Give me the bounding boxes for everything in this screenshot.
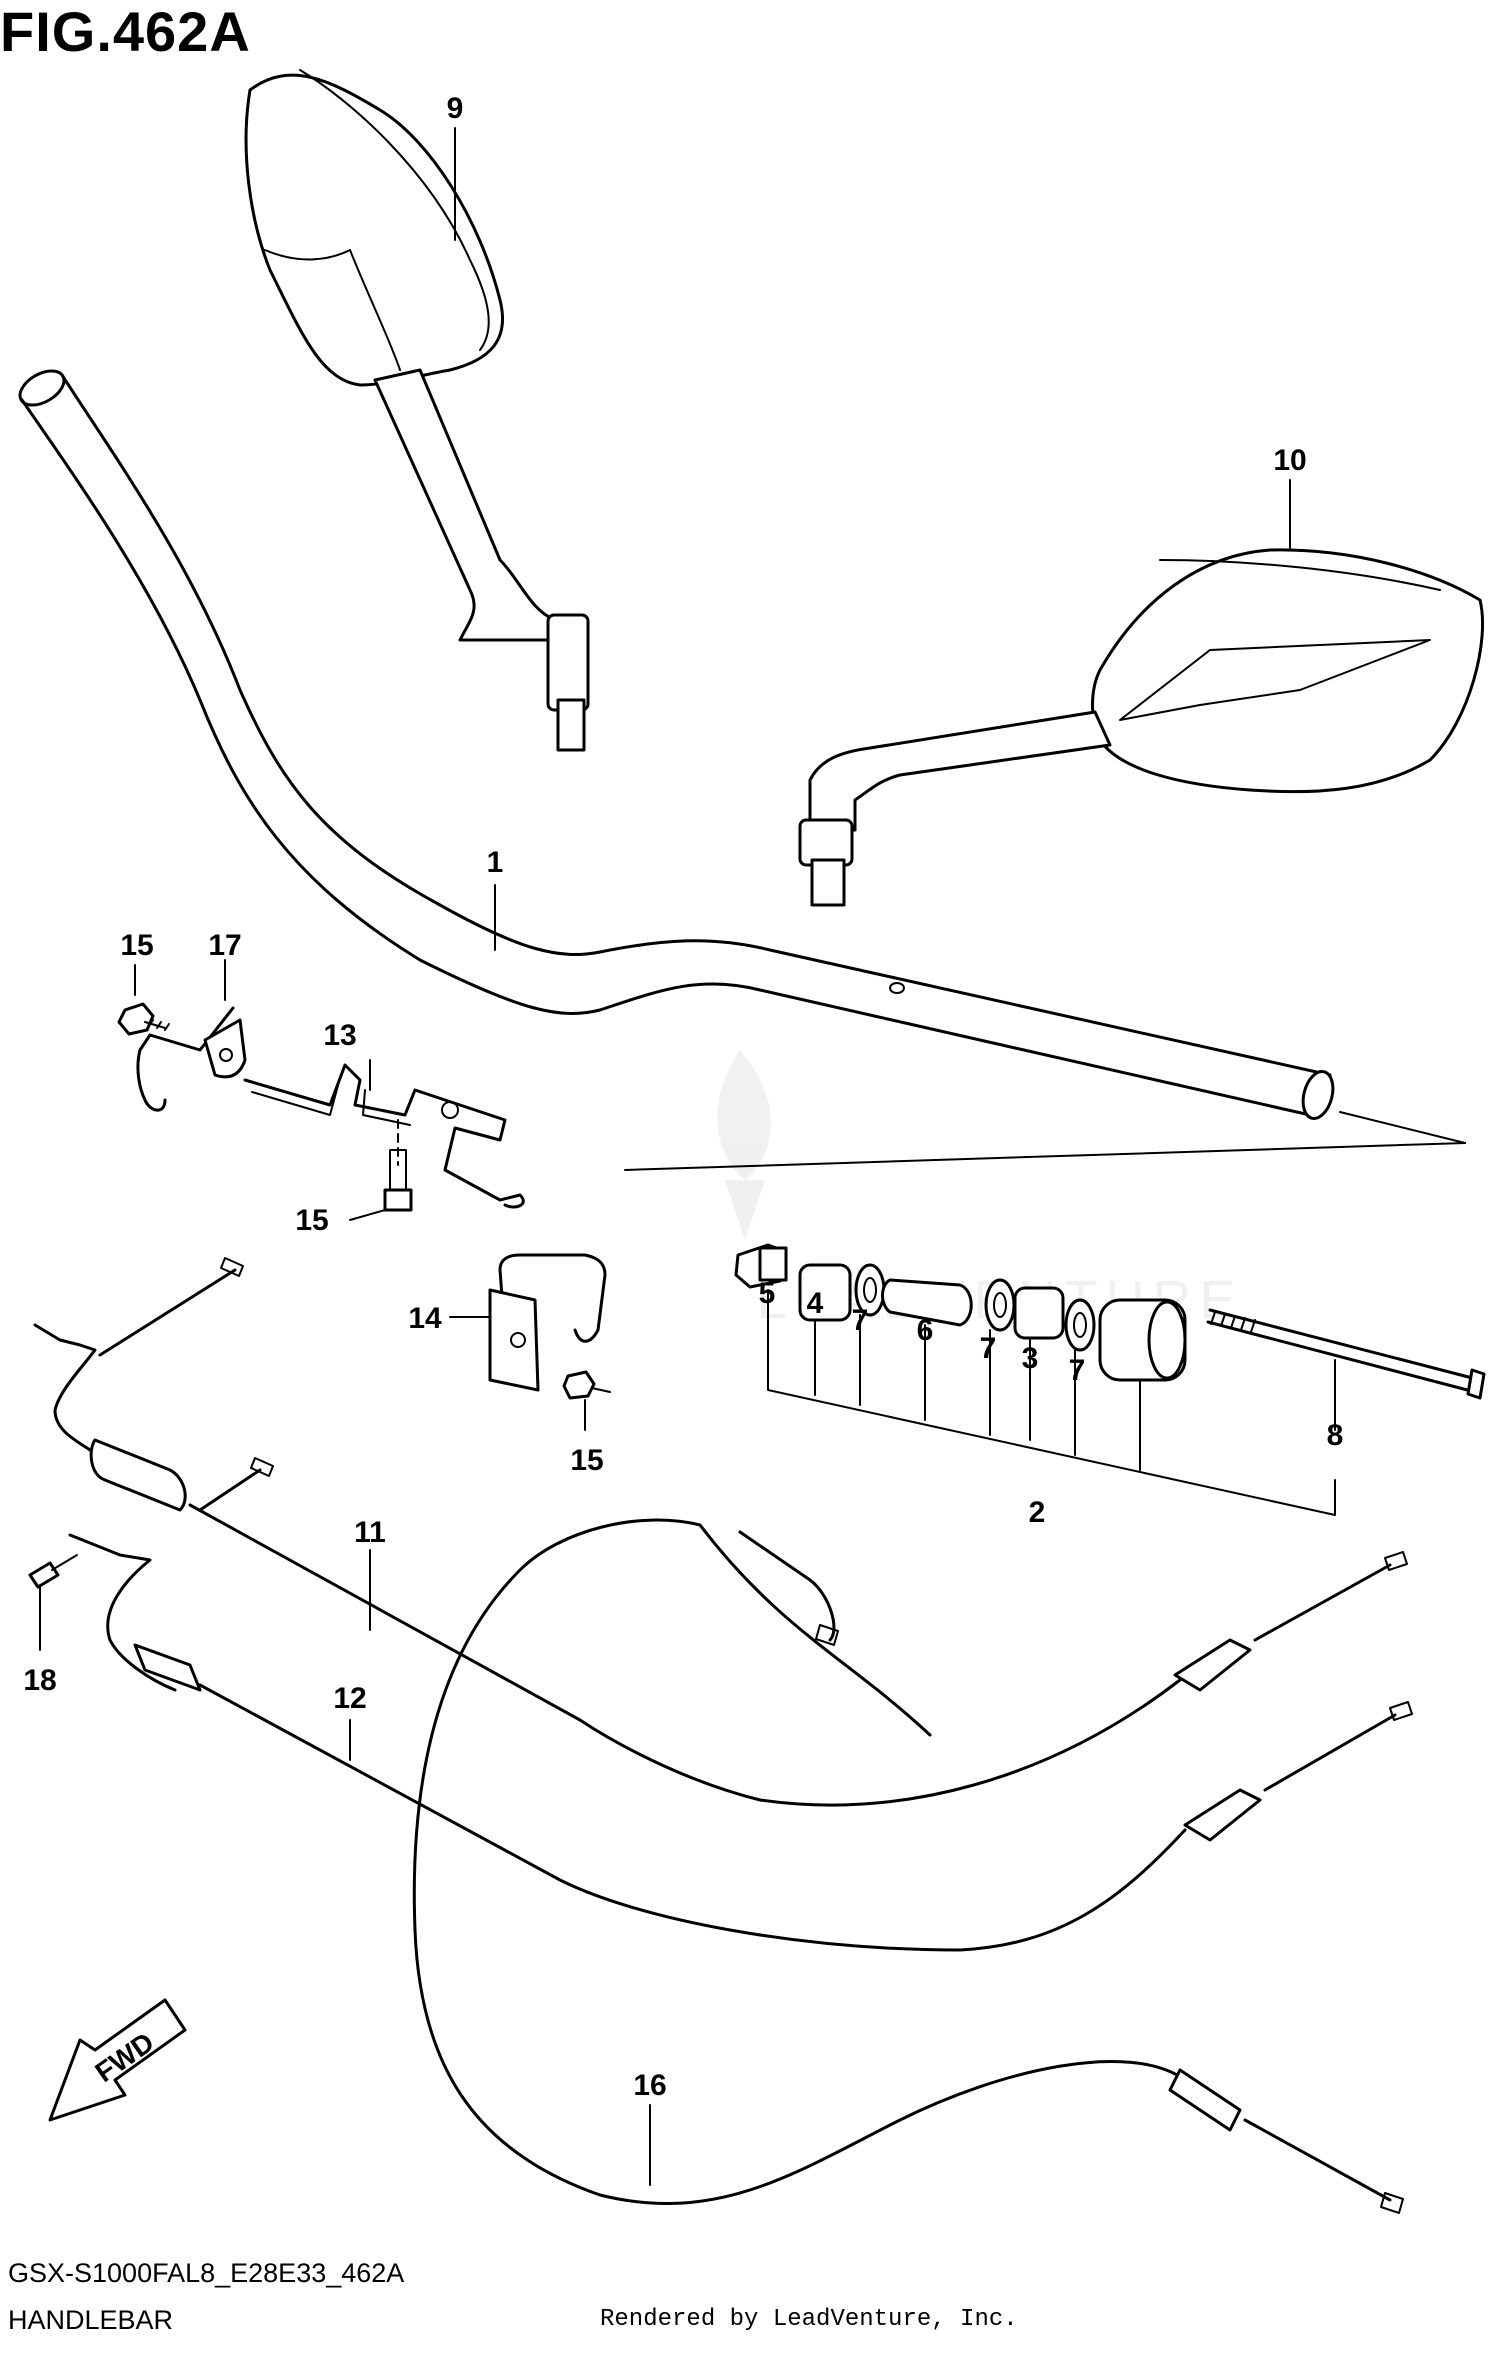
throttle-cable-part-11[interactable] [33,1257,1408,1807]
callout-leaders [39,127,1291,2186]
callout-15-middle: 15 [295,1204,328,1237]
forward-arrow-icon: FWD [48,1998,187,2122]
callout-11: 11 [354,1516,386,1549]
handlebar-part-1[interactable] [14,364,1466,1144]
callout-5: 5 [759,1277,776,1310]
callout-numbers: 9 10 1 15 17 13 15 14 15 5 4 7 6 7 3 7 2… [23,92,1343,2102]
callout-13: 13 [323,1019,356,1052]
callout-7-third: 7 [1069,1354,1086,1387]
screw-part-8[interactable] [1206,1308,1486,1400]
callout-15-lower: 15 [570,1444,603,1477]
weight-part-2[interactable] [1098,1298,1187,1382]
callout-1: 1 [487,846,504,879]
callout-7-first: 7 [852,1304,869,1337]
callout-14: 14 [408,1302,442,1335]
callout-9: 9 [447,92,464,125]
callout-16: 16 [633,2069,666,2102]
callout-6: 6 [917,1314,934,1347]
washer-part-7b[interactable] [984,1278,1016,1332]
collar-part-5[interactable] [734,1243,788,1289]
screw-part-18[interactable] [28,1554,78,1589]
callout-2: 2 [1029,1496,1046,1529]
callout-12: 12 [333,1682,366,1715]
washer-part-7c[interactable] [1064,1298,1096,1352]
spacer-part-6[interactable] [881,1278,973,1327]
cushion-part-3[interactable] [1013,1286,1065,1340]
callout-4: 4 [807,1287,824,1320]
model-code: GSX-S1000FAL8_E28E33_462A [8,2258,405,2288]
bolt-part-15-lower[interactable] [562,1370,611,1400]
rendered-by-credit: Rendered by LeadVenture, Inc. [600,2306,1018,2333]
callout-15-top: 15 [120,929,153,962]
leadventure-watermark: LEADVENTURE [717,1050,1236,1330]
throttle-cable-part-12[interactable] [68,1457,1413,1952]
right-mirror-part-10[interactable] [798,548,1484,907]
bracket-part-13[interactable] [243,1063,525,1209]
callout-8: 8 [1327,1419,1344,1452]
bolt-part-15-top[interactable] [117,1002,170,1036]
callout-3: 3 [1022,1342,1039,1375]
screw-part-15-middle[interactable] [383,1119,413,1212]
callout-17: 17 [208,929,241,962]
callout-7-second: 7 [980,1332,997,1365]
callout-10: 10 [1273,444,1306,477]
left-mirror-part-9[interactable] [244,69,590,752]
balancer-assembly [624,1142,1486,1516]
bracket-part-17[interactable] [136,1006,247,1112]
bracket-part-14[interactable] [488,1253,607,1392]
cushion-part-4[interactable] [798,1263,852,1322]
callout-18: 18 [23,1664,56,1697]
figure-title: FIG.462A [0,0,251,63]
section-name: HANDLEBAR [8,2305,174,2335]
clutch-cable-part-16[interactable] [412,1518,1404,2214]
